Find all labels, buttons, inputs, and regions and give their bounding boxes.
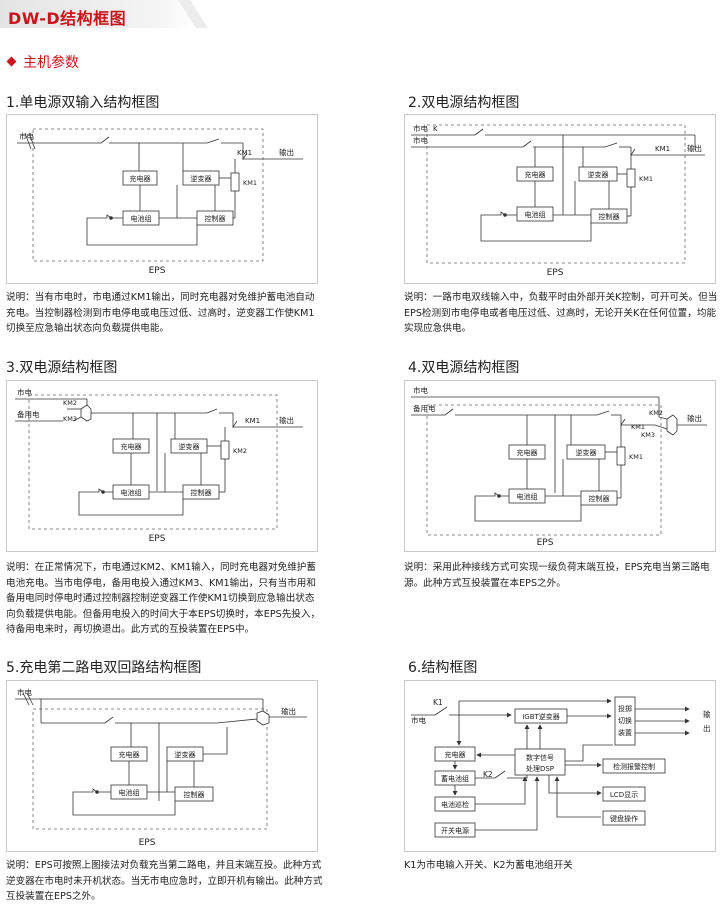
svg-text:充电器: 充电器 (525, 170, 546, 179)
svg-text:充电器: 充电器 (130, 174, 151, 183)
svg-text:市电: 市电 (17, 387, 32, 397)
svg-text:逆变器: 逆变器 (588, 170, 609, 179)
diagram-3-description: 说明：在正常情况下，市电通过KM2、KM1输入，同时充电器对免维护蓄电池充电。当… (6, 562, 321, 635)
svg-text:市电: 市电 (413, 123, 428, 133)
diagram-3-panel: 市电 备用电 KM2 KM3 KM1 输出 充电器 逆变器 KM2 电池组 控制… (6, 380, 318, 552)
svg-text:蓄电池组: 蓄电池组 (441, 774, 469, 783)
svg-text:处理DSP: 处理DSP (526, 764, 554, 773)
svg-text:KM3: KM3 (63, 415, 77, 423)
svg-text:输出: 输出 (687, 413, 702, 423)
svg-text:切换: 切换 (618, 716, 632, 725)
svg-text:KM2: KM2 (649, 409, 663, 417)
k2-label: K2 (483, 770, 493, 779)
svg-text:KM1: KM1 (631, 423, 645, 431)
svg-text:EPS: EPS (139, 838, 156, 848)
svg-text:EPS: EPS (547, 268, 564, 278)
svg-text:输: 输 (703, 709, 711, 719)
svg-text:KM1: KM1 (629, 453, 643, 461)
svg-text:装置: 装置 (618, 728, 632, 737)
svg-text:电池巡检: 电池巡检 (441, 800, 469, 809)
svg-text:充电器: 充电器 (517, 448, 538, 457)
svg-text:KM2: KM2 (233, 447, 247, 455)
diagram-5-title: 5.充电第二路电双回路结构框图 (6, 660, 202, 676)
svg-text:IGBT逆变器: IGBT逆变器 (522, 712, 560, 721)
svg-text:数字信号: 数字信号 (526, 753, 554, 762)
page-title: DW-D结构框图 (8, 9, 127, 28)
svg-text:控制器: 控制器 (599, 212, 620, 221)
svg-text:电池组: 电池组 (525, 210, 546, 219)
diagram-3-title: 3.双电源结构框图 (6, 360, 118, 376)
svg-text:键盘操作: 键盘操作 (610, 814, 638, 823)
mains-label: 市电 (19, 131, 34, 141)
diagram-6-panel: K1 市电 IGBT逆变器 投掷 切换 装置 输 出 充电器 蓄电池组 电池巡检… (404, 680, 716, 852)
keyboard-box (602, 810, 646, 826)
svg-text:控制器: 控制器 (191, 488, 212, 497)
svg-text:电池组: 电池组 (517, 492, 538, 501)
k-label: K (433, 125, 438, 133)
svg-text:充电器: 充电器 (121, 442, 142, 451)
diagram-4-description: 说明：采用此种接线方式可实现一级负荷末端互投，EPS充电当第三路电源。此种方式互… (404, 562, 710, 589)
svg-text:控制器: 控制器 (184, 790, 205, 799)
diagram-1-description: 说明：当有市电时，市电通过KM1输出，同时充电器对免维护蓄电池自动充电。当控制器… (6, 292, 315, 334)
svg-text:出: 出 (703, 723, 711, 733)
svg-text:KM1: KM1 (243, 179, 257, 187)
svg-text:输出: 输出 (687, 143, 702, 153)
diagram-5-description: 说明：EPS可按照上图接法对负载充当第二路电，并且末端互投。此种方式逆变器在市电… (6, 860, 323, 902)
diagram-5-panel: 市电 输出 充电器 逆变器 电池组 控制器 EPS (6, 680, 318, 852)
diagram-1-title: 1.单电源双输入结构框图 (6, 95, 160, 111)
diamond-icon (6, 56, 17, 67)
svg-text:充电器: 充电器 (445, 750, 466, 759)
lcd-box (602, 786, 646, 802)
svg-text:LCD显示: LCD显示 (610, 791, 638, 799)
svg-text:KM1: KM1 (655, 145, 670, 153)
svg-text:投掷: 投掷 (618, 704, 632, 713)
svg-text:电池组: 电池组 (131, 214, 152, 223)
diagram-2-title: 2.双电源结构框图 (408, 95, 520, 111)
diagram-6-title: 6.结构框图 (408, 660, 478, 676)
diagram-1-panel: 市电 KM1 输出 充电器 逆变器 KM1 电池组 控制器 EPS (6, 114, 318, 284)
svg-text:电池组: 电池组 (121, 488, 142, 497)
diagram-6-description: K1为市电输入开关、K2为蓄电池组开关 (404, 860, 573, 871)
svg-text:EPS: EPS (149, 534, 166, 544)
k1-label: K1 (433, 698, 443, 707)
svg-text:逆变器: 逆变器 (576, 448, 597, 457)
svg-text:逆变器: 逆变器 (191, 174, 212, 183)
svg-text:KM1: KM1 (245, 417, 260, 425)
svg-text:开关电源: 开关电源 (441, 826, 469, 835)
svg-text:市电: 市电 (413, 385, 428, 395)
section-title: 主机参数 (23, 55, 79, 71)
diagram-2-panel: 市电 K 市电 KM1 输出 充电器 逆变器 KM1 电池组 控制器 (404, 114, 716, 284)
output-label: 输出 (279, 147, 294, 157)
svg-text:控制器: 控制器 (205, 214, 226, 223)
svg-text:KM1: KM1 (639, 175, 653, 183)
svg-text:KM3: KM3 (641, 431, 655, 439)
svg-text:备用电: 备用电 (413, 403, 436, 413)
km1-label: KM1 (237, 149, 252, 157)
svg-text:检测报警控制: 检测报警控制 (613, 762, 655, 771)
diagram-2-description: 说明：一路市电双线输入中，负载平时由外部开关K控制，可开可关。但当EPS检测到市… (404, 292, 718, 334)
svg-text:控制器: 控制器 (589, 494, 610, 503)
svg-text:市电: 市电 (17, 687, 32, 697)
svg-text:输出: 输出 (281, 706, 296, 716)
svg-text:市电: 市电 (413, 135, 428, 145)
section-heading: 主机参数 (6, 52, 79, 72)
svg-text:输出: 输出 (279, 415, 294, 425)
svg-text:逆变器: 逆变器 (175, 750, 196, 759)
svg-text:市电: 市电 (411, 715, 426, 725)
header-banner (0, 0, 208, 28)
svg-text:逆变器: 逆变器 (179, 442, 200, 451)
svg-text:充电器: 充电器 (119, 750, 140, 759)
eps-label: EPS (149, 266, 166, 276)
svg-text:电池组: 电池组 (119, 788, 140, 797)
diagram-4-panel: 市电 备用电 KM2 KM1 KM3 输出 充电器 逆变器 KM1 电池组 (404, 380, 716, 552)
backup-label: 备用电 (17, 409, 40, 419)
diagram-4-title: 4.双电源结构框图 (408, 360, 520, 376)
svg-text:EPS: EPS (537, 538, 554, 548)
detect-alarm-box (602, 758, 666, 774)
svg-text:KM2: KM2 (63, 399, 77, 407)
page-header: DW-D结构框图 (0, 0, 720, 34)
